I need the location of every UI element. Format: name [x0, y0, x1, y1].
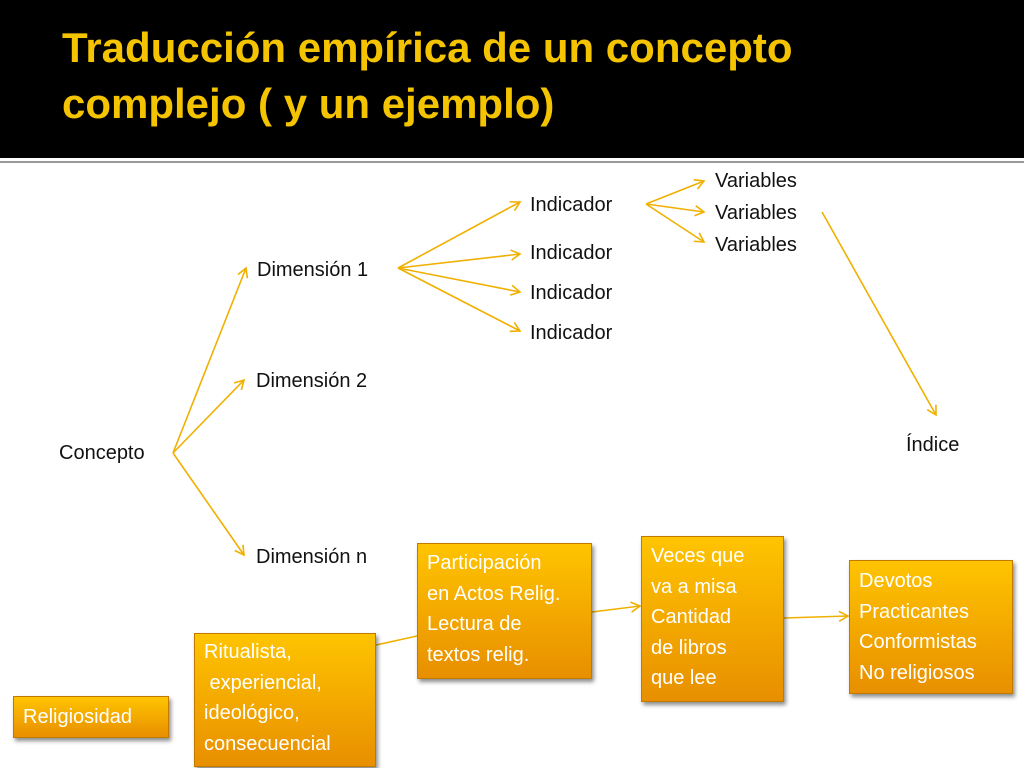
dimension-1-label: Dimensión 1 [257, 259, 369, 281]
example-variable-line-4: de libros [651, 636, 727, 659]
slide-title-line-1: Traducción empírica de un concepto [62, 24, 793, 71]
arrow-ind1-var3 [645, 203, 706, 243]
title-bar: Traducción empírica de un concepto compl… [0, 0, 1024, 158]
example-indicator-line-2: en Actos Relig. [427, 582, 561, 605]
dimension-2-label: Dimensión 2 [256, 370, 368, 392]
slide-title: Traducción empírica de un concepto compl… [62, 20, 1002, 132]
example-variables-box: Veces que va a misa Cantidad de libros q… [641, 536, 784, 702]
title-divider-shadow [0, 161, 1024, 163]
example-indicator-line-3: Lectura de [427, 613, 522, 635]
example-variable-line-5: que lee [651, 667, 717, 689]
example-index-line-2: Practicantes [859, 600, 970, 623]
indicator-3-label: Indicador [530, 282, 613, 304]
dimension-n-label: Dimensión n [256, 546, 368, 568]
example-dimension-line-4: consecuencial [204, 732, 331, 755]
example-index-line-4: No religiosos [859, 661, 975, 684]
arrow-ind1-var1 [645, 178, 706, 205]
example-variable-line-2: va a misa [651, 575, 737, 598]
arrow-dim1-ind2 [397, 249, 522, 269]
title-divider [0, 158, 1024, 161]
arrow-ind1-var2 [645, 203, 706, 217]
arrow-concept-dim2 [172, 378, 246, 454]
arrow-dim1-ind4 [397, 267, 522, 333]
example-concept-box: Religiosidad [13, 696, 169, 738]
example-index-line-3: Conformistas [859, 631, 977, 653]
example-dimensions-box: Ritualista, experiencial, ideológico, co… [194, 633, 376, 767]
arrow-indicators-variables [591, 601, 642, 613]
example-dimension-line-1: Ritualista, [204, 641, 292, 663]
arrow-var-index [821, 211, 937, 417]
slide-title-line-2: complejo ( y un ejemplo) [62, 80, 555, 127]
arrow-concept-dim1 [172, 266, 249, 454]
example-indicator-line-4: textos relig. [427, 643, 530, 666]
variables-1-label: Variables [715, 170, 797, 192]
indicator-2-label: Indicador [530, 242, 613, 264]
example-dimension-line-2: experiencial, [204, 671, 322, 694]
example-concept-text: Religiosidad [23, 706, 132, 728]
arrow-dim1-ind1 [397, 201, 522, 269]
arrow-dimensions-indicators [375, 635, 418, 646]
arrow-concept-dimn [172, 452, 245, 557]
indicator-4-label: Indicador [530, 322, 613, 344]
example-index-box: Devotos Practicantes Conformistas No rel… [849, 560, 1013, 694]
arrow-variables-index [783, 610, 850, 622]
arrow-dim1-ind3 [397, 267, 522, 296]
example-variable-line-3: Cantidad [651, 606, 732, 628]
indicator-1-label: Indicador [530, 194, 613, 216]
example-dimension-line-3: ideológico, [204, 702, 300, 724]
example-variable-line-1: Veces que [651, 545, 745, 567]
variables-2-label: Variables [715, 202, 797, 224]
example-indicators-box: Participación en Actos Relig. Lectura de… [417, 543, 592, 679]
index-label: Índice [906, 434, 960, 456]
concept-label: Concepto [59, 442, 145, 464]
example-index-line-1: Devotos [859, 570, 933, 592]
example-indicator-line-1: Participación [427, 552, 542, 574]
variables-3-label: Variables [715, 234, 797, 256]
